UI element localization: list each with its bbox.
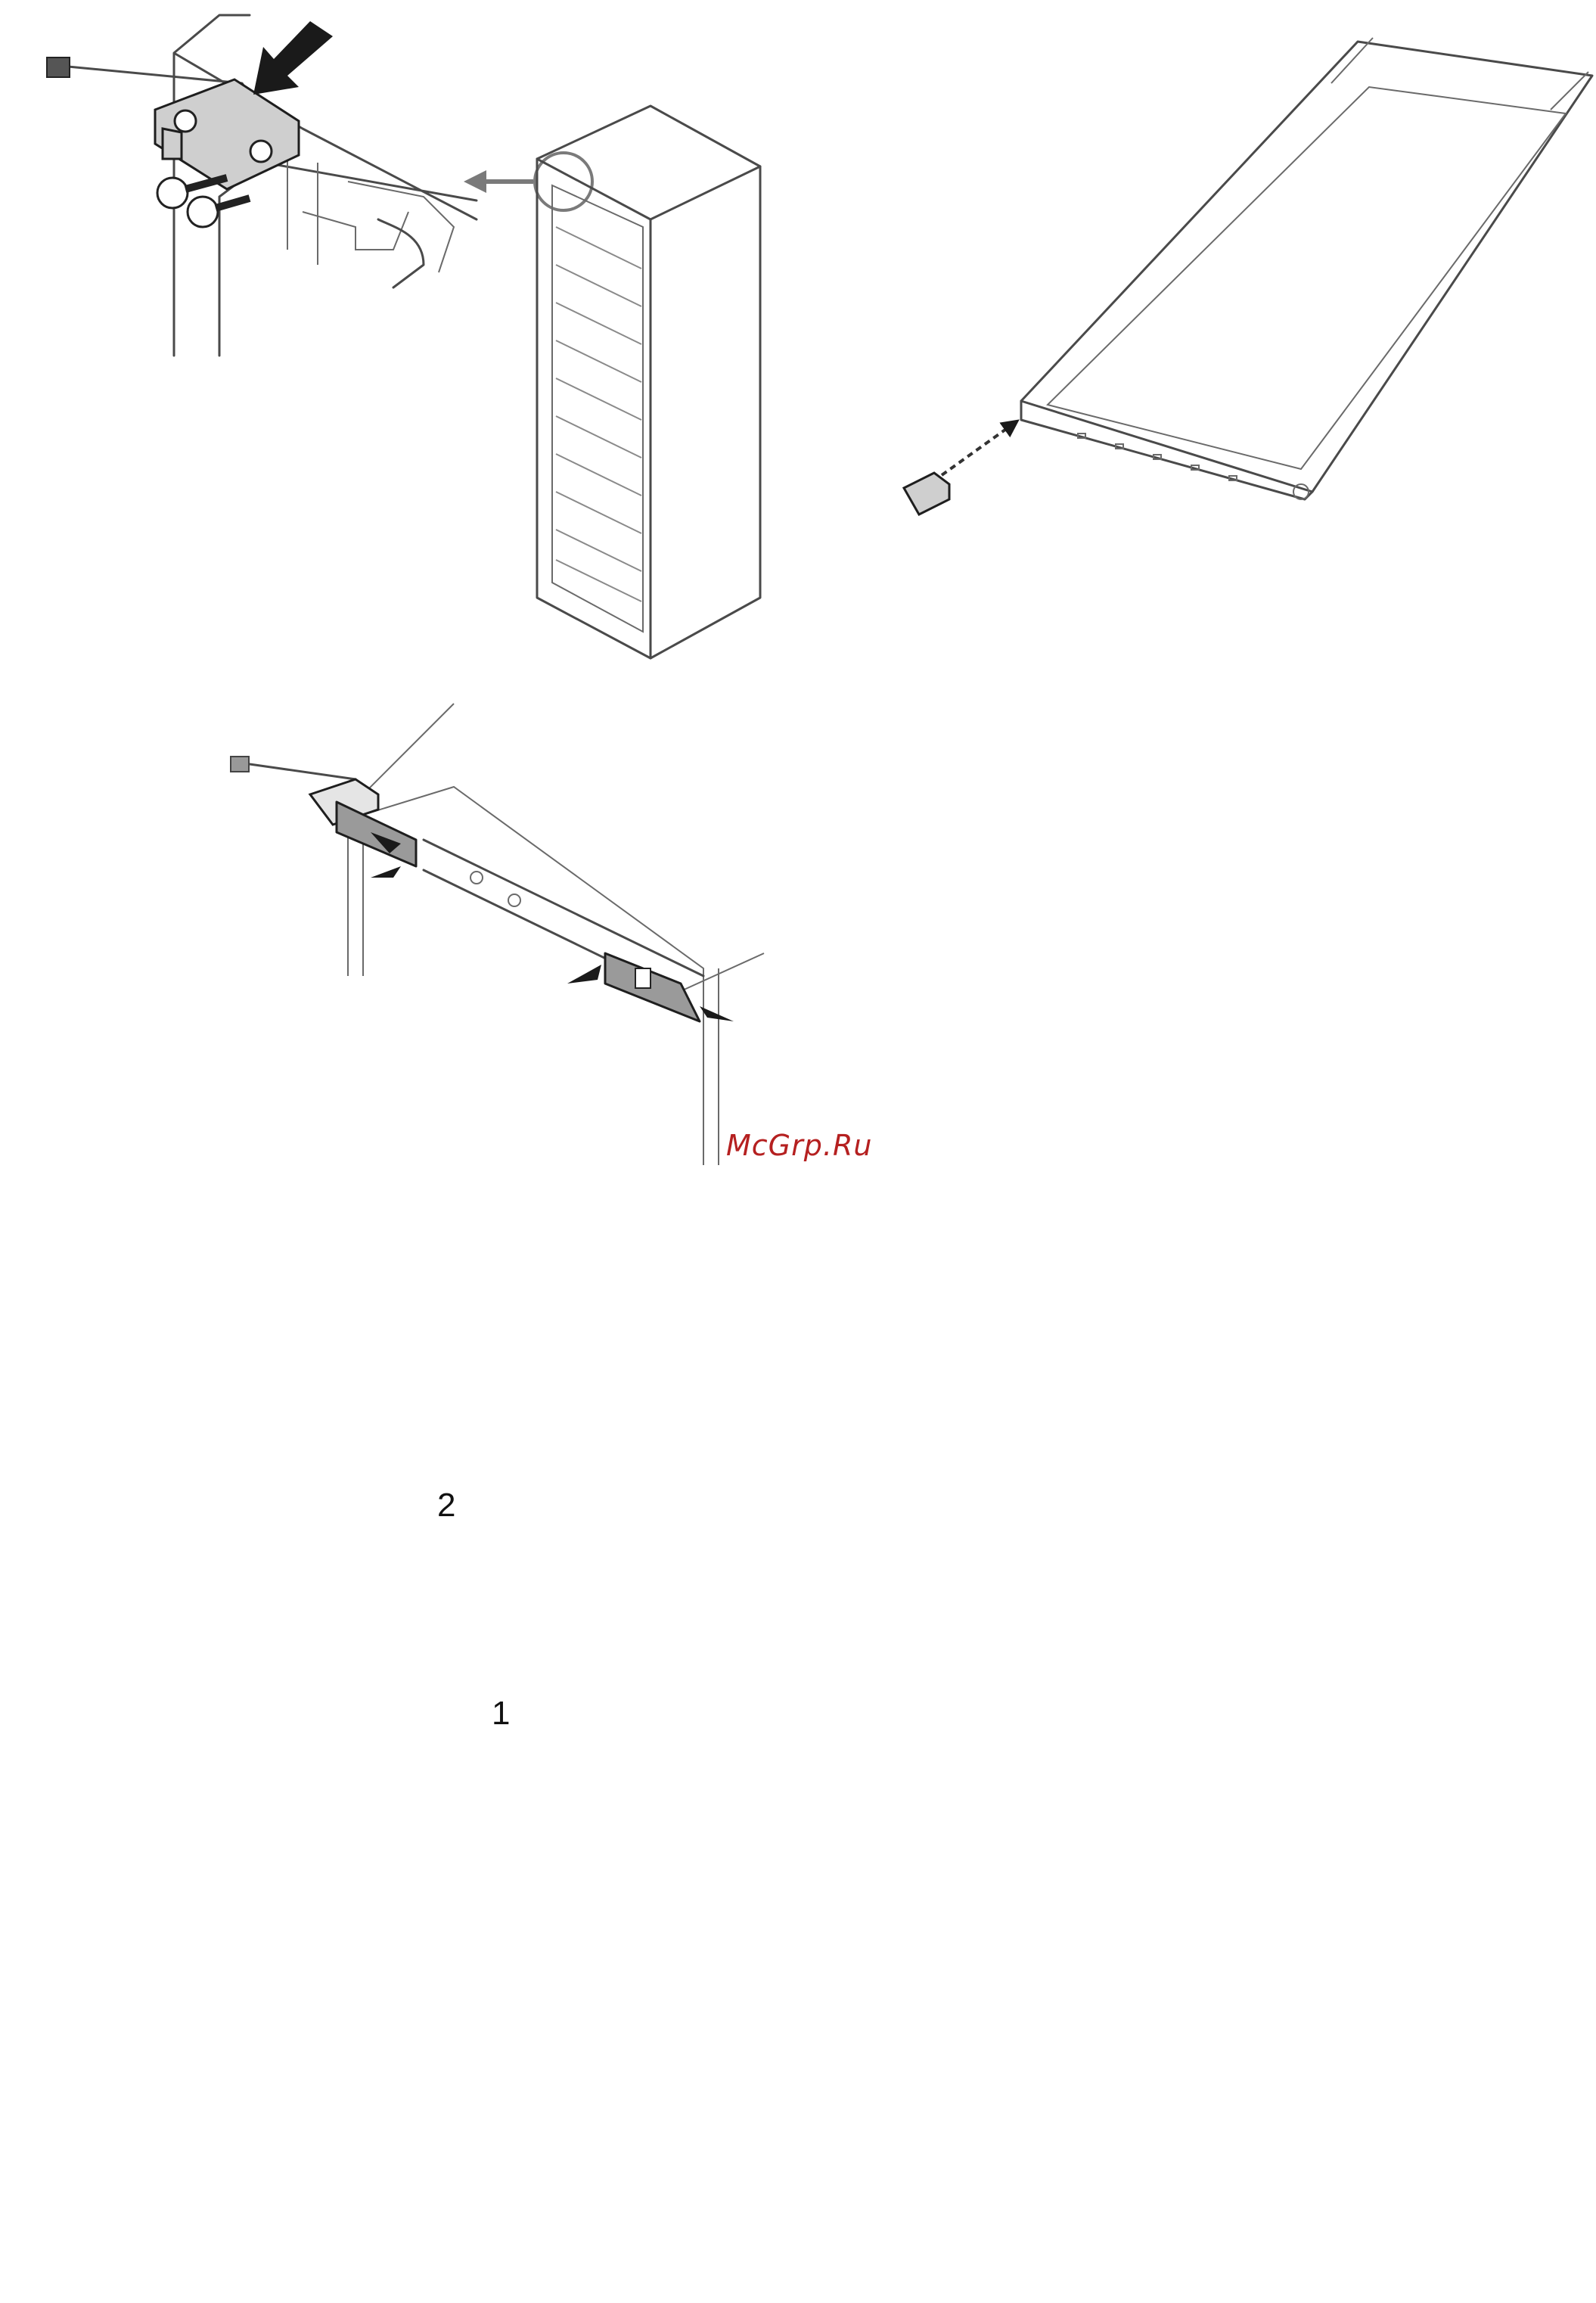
step-label-one: 1 [492,1695,510,1733]
step-label-two: 2 [437,1487,455,1524]
hinge-plate-clip-release-diagram [231,704,764,1165]
connector-plug-icon [47,57,70,77]
push-down-arrow-icon [253,21,333,95]
cabinet-top-hinge-removal-diagram [47,15,760,658]
door-top-bracket-insertion-diagram [904,38,1592,514]
watermark: McGrp.Ru [726,1129,872,1162]
